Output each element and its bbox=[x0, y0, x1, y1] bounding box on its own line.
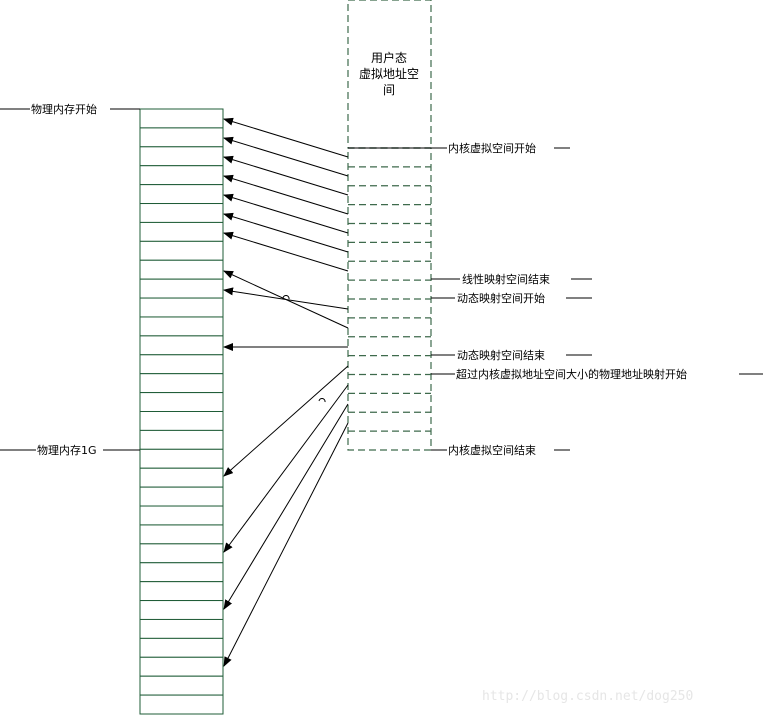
physical-memory-cell bbox=[139, 184, 224, 205]
crossing-hop-upper bbox=[282, 294, 290, 300]
physical-memory-cell bbox=[139, 240, 224, 261]
physical-memory-cell bbox=[139, 505, 224, 526]
physical-memory-cell bbox=[139, 335, 224, 356]
mapping-arrow bbox=[223, 403, 349, 610]
physical-memory-cell bbox=[139, 543, 224, 564]
physical-memory-cell bbox=[139, 259, 224, 280]
physical-memory-cell bbox=[139, 127, 224, 148]
label-dynamic-start: 动态映射空间开始 bbox=[457, 291, 545, 305]
physical-memory-cell bbox=[139, 146, 224, 167]
physical-memory-cell bbox=[139, 448, 224, 469]
physical-memory-cell bbox=[139, 694, 224, 715]
label-kernel-end: 内核虚拟空间结束 bbox=[448, 443, 536, 457]
physical-memory-labels: 物理内存开始 物理内存1G bbox=[0, 102, 140, 457]
physical-memory-cell bbox=[139, 278, 224, 299]
physical-memory-cell bbox=[139, 637, 224, 658]
mapping-arrow bbox=[223, 193, 349, 234]
physical-memory-cell bbox=[139, 392, 224, 412]
physical-memory-cell bbox=[139, 316, 224, 337]
physical-memory-cell bbox=[139, 467, 224, 488]
mapping-arrow bbox=[223, 155, 349, 196]
physical-memory-cell bbox=[139, 203, 224, 223]
user-space-title-line-1: 用户态 bbox=[371, 50, 407, 65]
kernel-virtual-space-region bbox=[347, 147, 432, 451]
mapping-arrow bbox=[223, 365, 349, 477]
physical-memory-cell bbox=[139, 108, 224, 129]
physical-memory-cell bbox=[139, 411, 224, 431]
mapping-arrow bbox=[223, 384, 349, 553]
crossing-hop-lower bbox=[318, 397, 326, 403]
mapping-arrow bbox=[223, 270, 349, 329]
label-phys-start: 物理内存开始 bbox=[31, 102, 97, 116]
user-space-region bbox=[347, 0, 432, 149]
user-space-title-line-2: 虚拟地址空 bbox=[359, 67, 419, 81]
watermark: http://blog.csdn.net/dog250 bbox=[482, 689, 693, 704]
virtual-address-space-column: 用户态 虚拟地址空 间 bbox=[347, 0, 432, 451]
label-beyond: 超过内核虚拟地址空间大小的物理地址映射开始 bbox=[456, 367, 687, 381]
physical-memory-cell bbox=[139, 354, 224, 375]
physical-memory-cell bbox=[139, 165, 224, 186]
physical-memory-cell bbox=[139, 562, 224, 583]
physical-memory-cell bbox=[139, 600, 224, 620]
mapping-arrow bbox=[223, 136, 349, 177]
physical-memory-cell bbox=[139, 656, 224, 677]
physical-memory-cell bbox=[139, 297, 224, 318]
physical-memory-cell bbox=[139, 581, 224, 602]
mapping-arrow bbox=[223, 422, 349, 667]
label-phys-1g: 物理内存1G bbox=[37, 443, 97, 457]
mapping-arrow bbox=[223, 117, 349, 158]
virtual-space-labels: 内核虚拟空间开始 线性映射空间结束 动态映射空间开始 动态映射空间结束 超过内核… bbox=[348, 141, 763, 457]
physical-memory-cell bbox=[139, 618, 224, 639]
mapping-arrow bbox=[223, 212, 349, 253]
physical-memory-cell bbox=[139, 524, 224, 545]
label-kernel-start: 内核虚拟空间开始 bbox=[448, 141, 536, 155]
mapping-arrow bbox=[223, 231, 349, 272]
mapping-arrows bbox=[223, 117, 349, 667]
label-dynamic-end: 动态映射空间结束 bbox=[457, 348, 545, 362]
user-space-title-line-3: 间 bbox=[383, 83, 395, 97]
physical-memory-cell bbox=[139, 221, 224, 242]
label-linear-end: 线性映射空间结束 bbox=[462, 272, 550, 286]
physical-memory-column bbox=[139, 108, 224, 715]
mapping-arrow bbox=[223, 174, 349, 215]
physical-memory-cell bbox=[139, 429, 224, 450]
physical-memory-cell bbox=[139, 373, 224, 394]
physical-memory-cell bbox=[139, 486, 224, 507]
physical-memory-cell bbox=[139, 675, 224, 696]
